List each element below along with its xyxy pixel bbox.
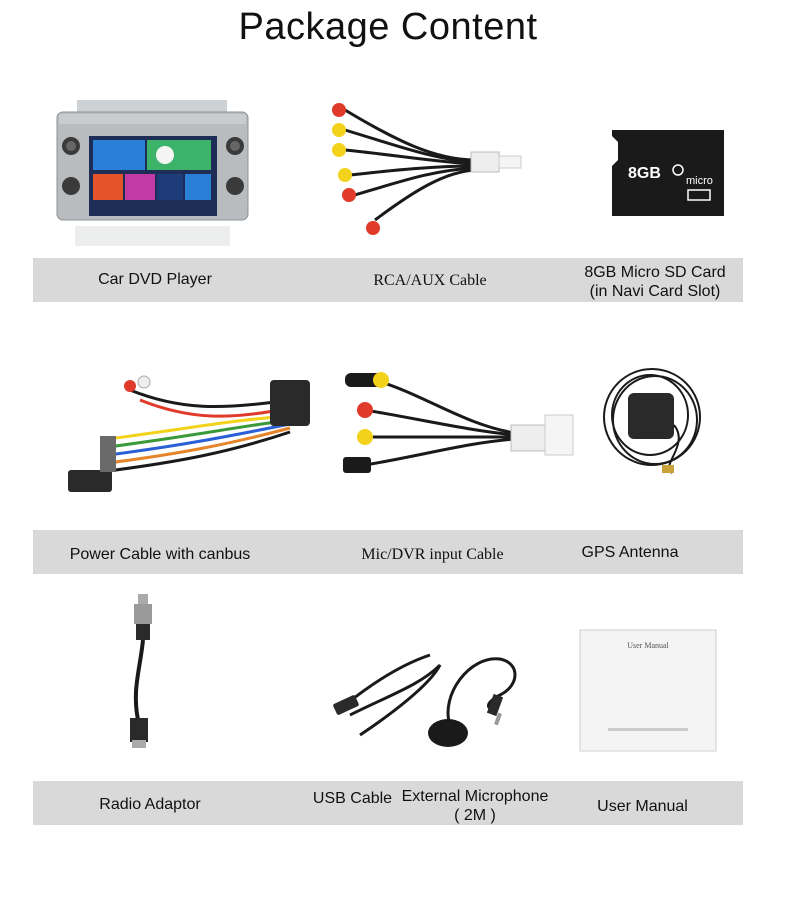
usb-cable-icon [330, 645, 445, 745]
page-title: Package Content [238, 6, 538, 48]
caption-power-cable: Power Cable with canbus [69, 546, 251, 563]
rca-aux-cable-icon [325, 100, 535, 250]
caption-gps-antenna: GPS Antenna [581, 544, 679, 561]
external-microphone-icon [420, 645, 535, 755]
micro-sd-card-icon: 8GB micro [608, 130, 728, 220]
caption-radio-adaptor: Radio Adaptor [99, 796, 201, 813]
gps-antenna-icon [600, 365, 710, 480]
mic-dvr-cable-icon [335, 365, 580, 485]
svg-text:micro: micro [686, 175, 713, 187]
caption-ext-mic-line2: ( 2M ) [454, 807, 496, 824]
car-dvd-player-icon [55, 100, 250, 250]
caption-ext-mic-line1: External Microphone [401, 788, 549, 805]
radio-adaptor-icon [110, 590, 180, 755]
caption-usb-cable: USB Cable [312, 790, 393, 807]
caption-micro-sd-line1: 8GB Micro SD Card [584, 264, 726, 281]
svg-text:User Manual: User Manual [627, 641, 669, 650]
caption-band-row-3 [33, 781, 743, 825]
caption-band-row-1 [33, 258, 743, 302]
caption-external-microphone: External Microphone ( 2M ) [395, 787, 555, 825]
caption-micro-sd-card: 8GB Micro SD Card (in Navi Card Slot) [555, 263, 755, 301]
caption-mic-dvr-cable: Mic/DVR input Cable [361, 546, 504, 563]
caption-car-dvd-player: Car DVD Player [98, 271, 212, 288]
caption-micro-sd-line2: (in Navi Card Slot) [589, 283, 721, 300]
power-cable-icon [60, 360, 320, 510]
caption-rca-aux-cable: RCA/AUX Cable [373, 272, 487, 289]
svg-text:8GB: 8GB [628, 165, 661, 182]
caption-band-row-2 [33, 530, 743, 574]
user-manual-icon: User Manual [578, 628, 718, 753]
caption-user-manual: User Manual [597, 798, 688, 815]
